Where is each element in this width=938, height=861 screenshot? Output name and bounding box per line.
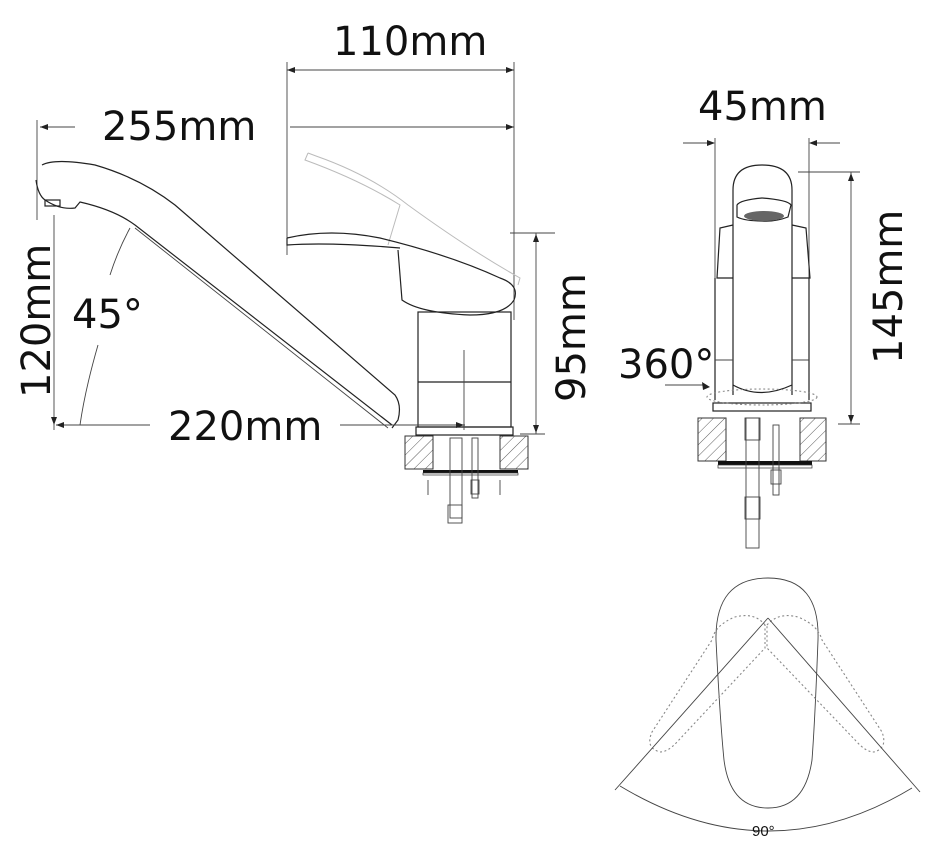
- dim-handle-rotation: 90°: [752, 823, 775, 840]
- dim-spout-angle: 45°: [72, 292, 143, 338]
- dim-body-height: 95mm: [549, 273, 595, 402]
- dim-spout-height: 120mm: [14, 244, 60, 398]
- dim-handle-width: 110mm: [333, 19, 487, 65]
- dim-spout-projection: 220mm: [168, 404, 322, 450]
- dim-body-width: 45mm: [698, 84, 827, 130]
- dim-reach: 255mm: [102, 104, 256, 150]
- top-view: 90°: [614, 577, 921, 840]
- side-view: 110mm 255mm 120mm 45°: [14, 19, 595, 524]
- dim-total-height: 145mm: [866, 210, 912, 364]
- front-view: 45mm 360° 145mm: [618, 84, 912, 549]
- dim-swivel: 360°: [618, 342, 714, 388]
